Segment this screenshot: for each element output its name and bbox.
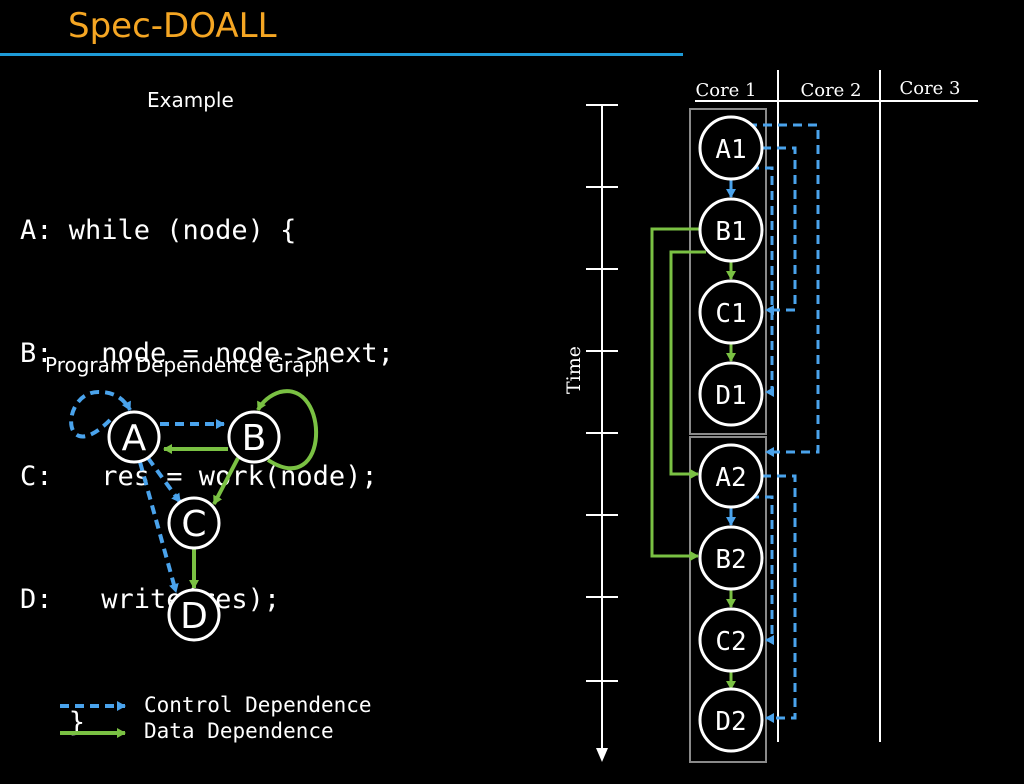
code-line-a: A: while (node) { xyxy=(20,215,297,246)
time-axis: Time xyxy=(563,104,618,762)
pdg-node-c: C xyxy=(167,496,221,550)
edge-b1-a2-data xyxy=(669,250,706,479)
pdg-edge-a-c xyxy=(146,456,182,504)
pdg-node-d: D xyxy=(167,588,221,642)
timeline-node-b2: B2 xyxy=(698,525,764,591)
pdg-node-b: B xyxy=(227,410,281,464)
core-3-label: Core 3 xyxy=(899,78,960,99)
pdg-edge-a-self xyxy=(69,389,132,439)
timeline-node-a1: A1 xyxy=(698,115,764,181)
timeline-edges xyxy=(650,123,820,723)
example-label: Example xyxy=(147,88,234,112)
svg-text:B1: B1 xyxy=(715,217,746,247)
edge-a1-d1-control xyxy=(750,166,774,397)
pdg-node-a: A xyxy=(107,410,161,464)
slide-title: Spec-DOALL xyxy=(68,6,277,46)
svg-text:D: D xyxy=(180,596,208,637)
timeline-node-c1: C1 xyxy=(698,279,764,345)
diagram-canvas: A B C D Time xyxy=(60,70,978,763)
timeline-node-d1: D1 xyxy=(698,361,764,427)
timeline-node-a2: A2 xyxy=(698,443,764,509)
edge-b1-b2-data xyxy=(650,227,700,561)
svg-text:A1: A1 xyxy=(715,135,746,165)
pdg-edge-b-self xyxy=(256,389,318,471)
timeline-node-d2: D2 xyxy=(698,687,764,753)
code-block: A: while (node) { B: node = node->next; … xyxy=(20,128,394,784)
pdg-title: Program Dependence Graph xyxy=(45,353,330,377)
edge-a2-d2-control xyxy=(750,495,774,645)
core-1-label: Core 1 xyxy=(695,80,756,101)
pdg-edge-b-c xyxy=(212,457,240,505)
pdg-edge-a-d xyxy=(138,461,179,593)
svg-text:A: A xyxy=(122,418,147,459)
time-label: Time xyxy=(563,346,585,394)
edge-a2-c2-control xyxy=(762,474,797,723)
svg-text:B2: B2 xyxy=(715,545,746,575)
legend-data-label: Data Dependence xyxy=(144,719,334,743)
core-grid: Core 1 Core 2 Core 3 xyxy=(695,70,978,742)
svg-text:C2: C2 xyxy=(715,627,746,657)
code-line-close: } xyxy=(20,707,86,738)
edge-a1-c1-control xyxy=(762,146,797,315)
core-2-label: Core 2 xyxy=(800,80,861,101)
code-line-b: B: node = node->next; xyxy=(20,338,394,369)
pdg-graph: A B C D xyxy=(69,389,318,642)
legend-control-label: Control Dependence xyxy=(144,693,372,717)
legend xyxy=(60,701,126,738)
edge-a1-a2-control xyxy=(748,123,820,457)
timeline-node-b1: B1 xyxy=(698,197,764,263)
iteration-1-box xyxy=(689,108,767,435)
svg-text:A2: A2 xyxy=(715,463,746,493)
svg-text:C1: C1 xyxy=(715,299,746,329)
svg-text:D1: D1 xyxy=(715,381,746,411)
svg-text:C: C xyxy=(181,504,206,545)
svg-text:D2: D2 xyxy=(715,707,746,737)
title-underline xyxy=(0,53,683,56)
svg-text:B: B xyxy=(242,418,267,459)
iteration-2-box xyxy=(689,436,767,763)
timeline-nodes: A1 B1 C1 D1 A2 B2 C2 D2 xyxy=(698,115,764,753)
timeline-node-c2: C2 xyxy=(698,607,764,673)
